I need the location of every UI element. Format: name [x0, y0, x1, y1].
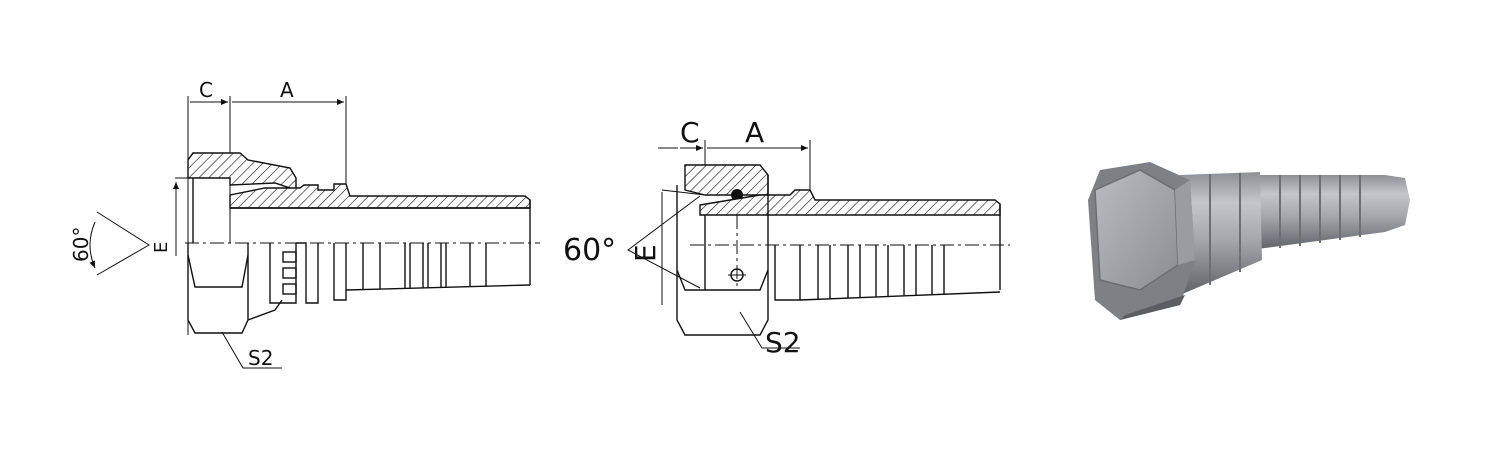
- tube-section: [699, 189, 1001, 216]
- tube-ribs: [269, 242, 531, 304]
- tube-section: [229, 183, 531, 209]
- dimension-lines: [89, 96, 347, 335]
- hex-size-label: S2: [248, 346, 273, 370]
- nut-section: [684, 164, 769, 196]
- dim-e-label: E: [629, 244, 662, 262]
- drawing-middle: C A 60° E S2: [563, 116, 1010, 359]
- dim-a-label: A: [280, 78, 294, 102]
- tube-ribs: [774, 245, 1001, 301]
- dim-c-label: C: [199, 78, 213, 102]
- dim-e-label: E: [151, 242, 172, 253]
- dim-c-label: C: [680, 116, 700, 149]
- hex-nut: [187, 243, 283, 334]
- angle-label: 60°: [563, 233, 616, 268]
- drawing-left: C A 60° E S2: [69, 78, 540, 370]
- fitting-3d-render: [1088, 162, 1410, 320]
- hex-size-label: S2: [765, 326, 801, 359]
- dim-a-label: A: [745, 116, 764, 149]
- nut-section: [187, 152, 297, 191]
- angle-label: 60°: [69, 227, 93, 262]
